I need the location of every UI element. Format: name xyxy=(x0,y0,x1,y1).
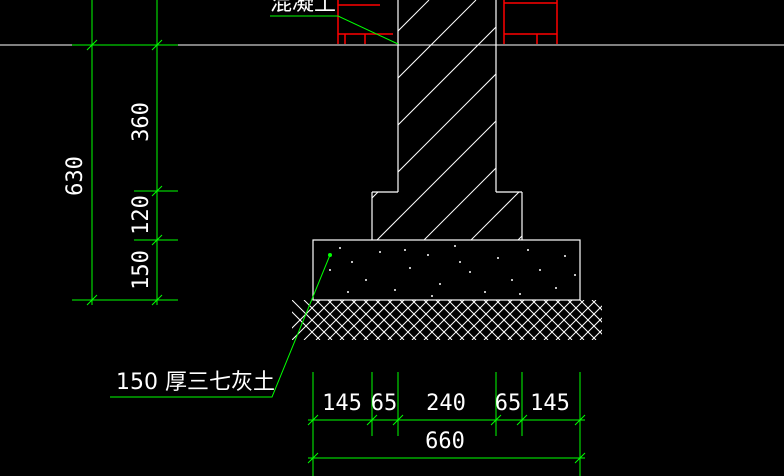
hatch-line xyxy=(435,300,477,340)
hatch-line xyxy=(339,300,381,340)
hatch-line xyxy=(327,300,369,340)
dim-vertical-1: 360 xyxy=(129,102,154,142)
dim-total-vertical: 630 xyxy=(63,156,88,196)
concrete-speckle xyxy=(431,295,433,297)
leader-dot xyxy=(328,253,332,257)
hatch-line xyxy=(591,300,602,311)
hatch-line xyxy=(579,317,602,340)
hatch-line xyxy=(387,300,429,340)
concrete-speckle xyxy=(427,254,429,256)
hatch-line xyxy=(292,300,321,329)
brick-left xyxy=(337,0,393,44)
hatch-line xyxy=(459,300,501,340)
hatch-line xyxy=(519,300,561,340)
hatch-line xyxy=(292,300,333,340)
dim-horizontal-5: 145 xyxy=(530,391,570,416)
concrete-dots xyxy=(329,245,576,297)
hatch-line xyxy=(423,300,465,340)
hatch-line xyxy=(604,300,644,340)
dim-horizontal-3: 240 xyxy=(426,391,466,416)
concrete-speckle xyxy=(379,251,381,253)
concrete-speckle xyxy=(347,291,349,293)
brick-right xyxy=(503,0,558,44)
concrete-speckle xyxy=(351,261,353,263)
concrete-speckle xyxy=(469,271,471,273)
hatch-line xyxy=(616,300,656,340)
hatch-line xyxy=(398,26,496,126)
wall-outline xyxy=(371,0,523,240)
concrete-speckle xyxy=(527,249,529,251)
annotation-top-label: 混凝土 xyxy=(270,0,336,16)
hatch-line xyxy=(471,300,513,340)
hatch-line xyxy=(398,0,477,79)
concrete-speckle xyxy=(404,249,406,251)
concrete-speckle xyxy=(329,269,331,271)
hatch-line xyxy=(399,300,441,340)
concrete-speckle xyxy=(564,255,566,257)
hatch-line xyxy=(303,300,345,340)
hatch-line xyxy=(567,305,602,340)
concrete-speckle xyxy=(484,291,486,293)
concrete-speckle xyxy=(555,287,557,289)
hatch-line xyxy=(483,300,525,340)
hatch-line xyxy=(375,300,417,340)
concrete-speckle xyxy=(454,245,456,247)
concrete-speckle xyxy=(539,269,541,271)
hatch-line xyxy=(424,120,496,192)
hatch-line xyxy=(604,300,644,340)
hatch-line xyxy=(543,300,585,340)
concrete-speckle xyxy=(394,289,396,291)
concrete-speckle xyxy=(459,261,461,263)
vertical-dimension-lines xyxy=(72,0,178,306)
hatch-line xyxy=(411,300,453,340)
dim-vertical-3: 150 xyxy=(129,250,154,290)
hatch-line xyxy=(398,73,496,173)
dim-vertical-2: 120 xyxy=(129,195,154,235)
hatch-line xyxy=(447,300,489,340)
hatch-line xyxy=(507,300,549,340)
concrete-speckle xyxy=(365,279,367,281)
dim-horizontal-1: 145 xyxy=(322,391,362,416)
dim-horizontal-2: 65 xyxy=(371,391,398,416)
leader-lines xyxy=(110,15,399,398)
wall-hatching xyxy=(398,0,496,192)
concrete-base xyxy=(312,239,581,301)
hatch-line xyxy=(591,329,602,340)
concrete-speckle xyxy=(497,257,499,259)
concrete-speckle xyxy=(439,283,441,285)
annotation-base-layer: 150 厚三七灰土 xyxy=(116,370,275,395)
concrete-speckle xyxy=(409,267,411,269)
soil-hatching xyxy=(292,300,656,340)
dim-total-horizontal: 660 xyxy=(425,429,465,454)
concrete-speckle xyxy=(519,293,521,295)
concrete-speckle xyxy=(511,279,513,281)
hatch-line xyxy=(555,300,597,340)
horizontal-dimension-lines xyxy=(307,372,586,476)
hatch-line xyxy=(351,300,393,340)
dim-horizontal-4: 65 xyxy=(495,391,522,416)
hatch-line xyxy=(363,300,405,340)
hatch-line xyxy=(315,300,357,340)
concrete-speckle xyxy=(574,274,576,276)
hatch-line xyxy=(495,300,537,340)
hatch-line xyxy=(616,300,656,340)
hatch-line xyxy=(531,300,573,340)
concrete-speckle xyxy=(339,247,341,249)
